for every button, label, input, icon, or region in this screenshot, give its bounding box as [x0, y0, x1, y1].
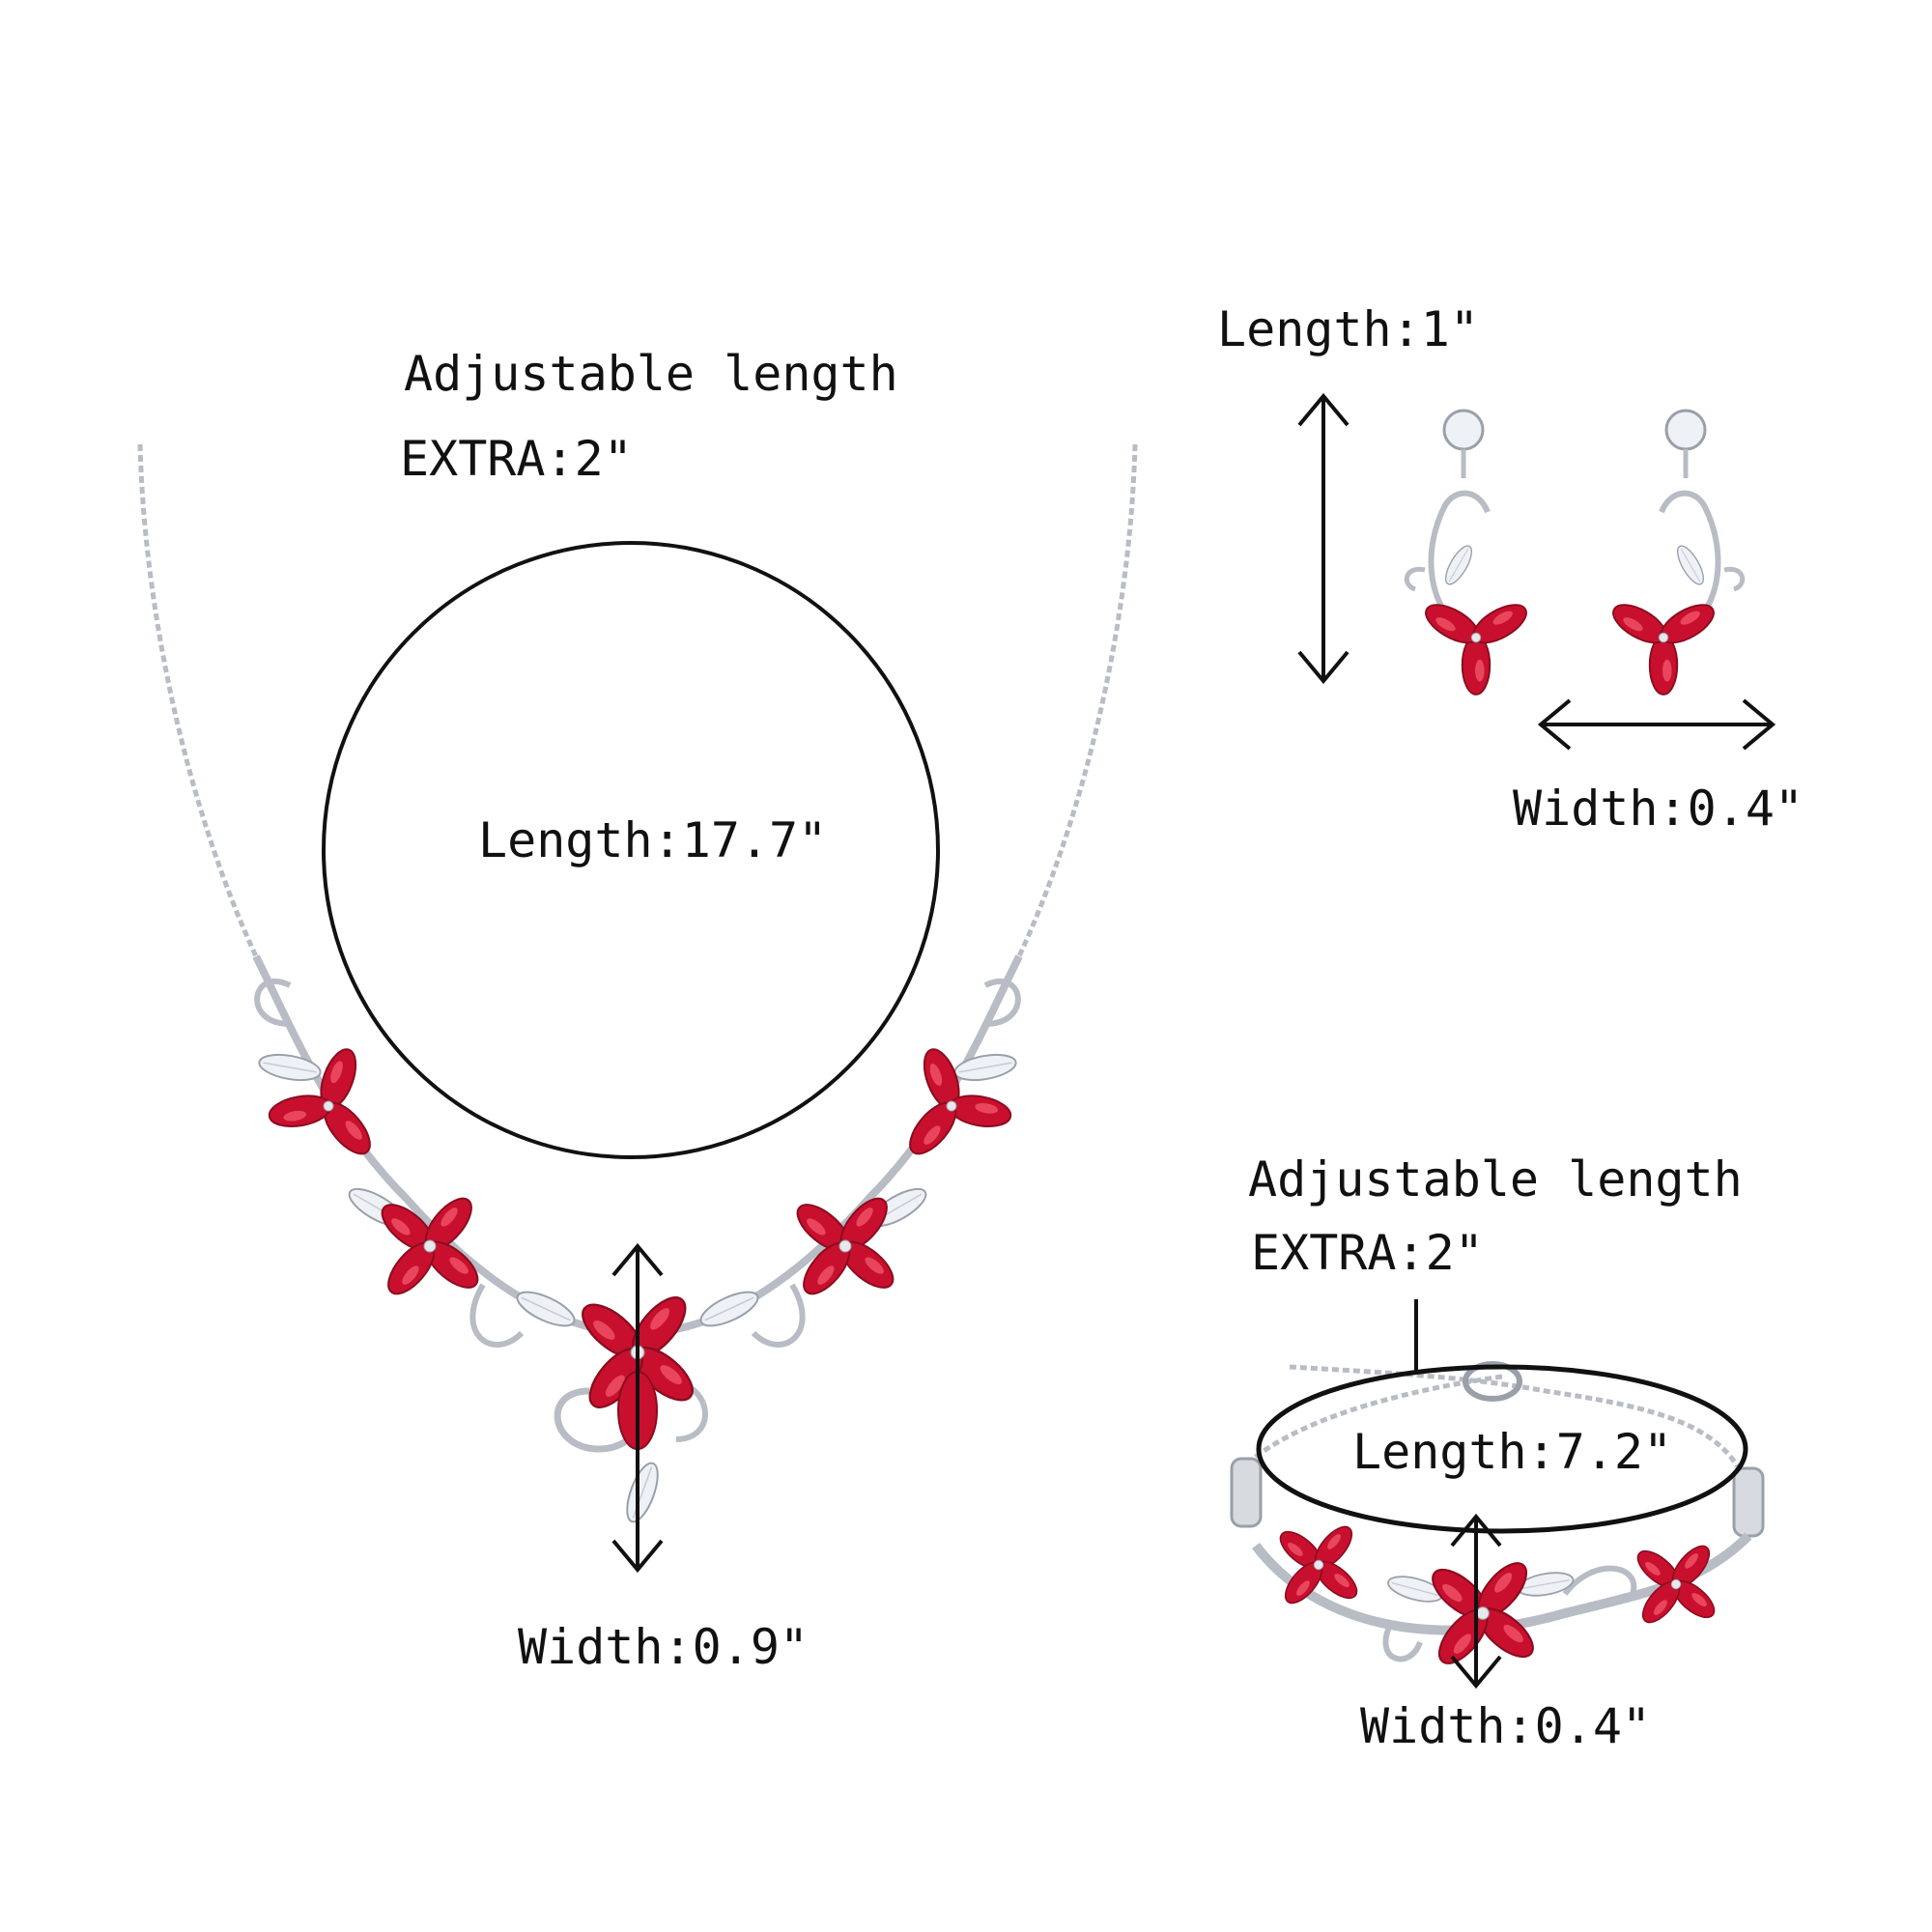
necklace-length-circle: [322, 541, 940, 1159]
necklace-width-label: Width:0.9": [518, 1619, 810, 1675]
earring-width-arrow: [1537, 698, 1776, 751]
bracelet-length-ellipse: [1256, 1364, 1748, 1534]
necklace-extra-label: EXTRA:2": [400, 431, 633, 487]
bracelet-adjustable-label: Adjustable length: [1248, 1151, 1743, 1208]
bracelet-width-arrow: [1450, 1513, 1502, 1690]
earring-left: [1404, 409, 1532, 695]
earrings: [1404, 409, 1746, 695]
earring-width-label: Width:0.4": [1513, 781, 1804, 837]
necklace-adjustable-label: Adjustable length: [404, 346, 898, 402]
earring-length-arrow: [1297, 392, 1350, 685]
earring-right: [1607, 409, 1746, 695]
bracelet-width-label: Width:0.4": [1360, 1698, 1652, 1754]
bracelet: [1230, 1361, 1765, 1671]
necklace-length-label: Length:17.7": [478, 812, 828, 868]
necklace-width-arrow: [611, 1242, 664, 1574]
bracelet-length-label: Length:7.2": [1352, 1424, 1673, 1480]
bracelet-extra-label: EXTRA:2": [1251, 1225, 1484, 1281]
earring-length-label: Length:1": [1217, 301, 1479, 357]
